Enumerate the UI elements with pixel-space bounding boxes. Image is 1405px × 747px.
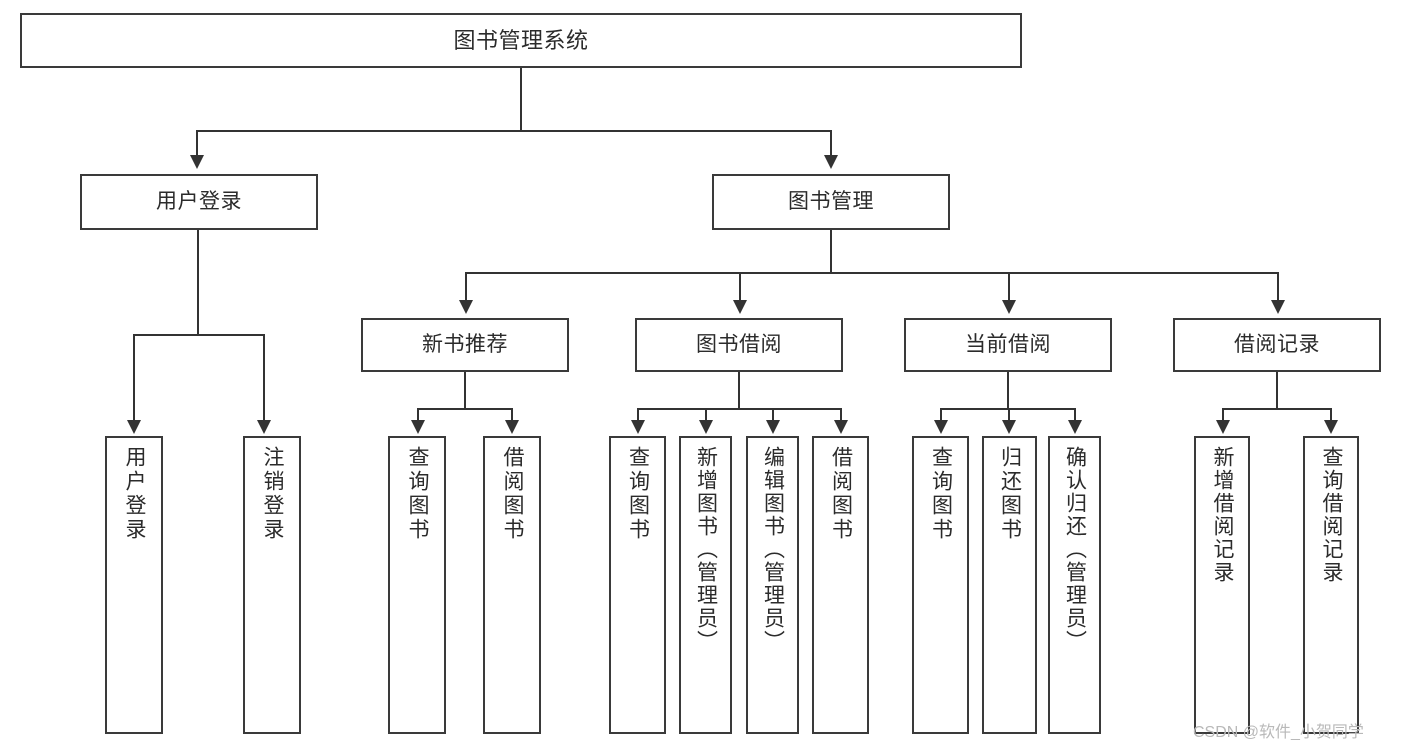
node-book-management[interactable]: 图书管理 — [712, 174, 950, 230]
connector-new-book-child-2 — [511, 408, 513, 422]
arrowhead-new-book — [459, 300, 473, 314]
connector-cb-child-1 — [940, 408, 942, 422]
connector-bb-child-1 — [637, 408, 639, 422]
node-new-book-recommend[interactable]: 新书推荐 — [361, 318, 569, 372]
node-label: 查询图书 — [406, 446, 430, 542]
connector-to-book-borrow — [739, 272, 741, 302]
connector-root-to-user-login — [196, 130, 198, 157]
connector-br-child-1 — [1222, 408, 1224, 422]
arrowhead-nb-query-book — [411, 420, 425, 434]
node-label: 图书管理 — [788, 189, 874, 213]
node-book-borrow[interactable]: 图书借阅 — [635, 318, 843, 372]
node-label: 归还图书 — [998, 446, 1022, 542]
connector-new-book-stem — [464, 372, 466, 410]
leaf-cb-confirm-return[interactable]: 确认归还（管理员） — [1048, 436, 1101, 734]
leaf-nb-borrow-book[interactable]: 借阅图书 — [483, 436, 541, 734]
arrowhead-bb-edit-book — [766, 420, 780, 434]
node-label: 借阅记录 — [1234, 332, 1320, 356]
arrowhead-leaf-user-login — [127, 420, 141, 434]
node-label: 借阅图书 — [829, 446, 853, 542]
arrowhead-nb-borrow-book — [505, 420, 519, 434]
connector-user-login-child-2 — [263, 334, 265, 422]
node-label: 图书借阅 — [696, 332, 782, 356]
leaf-bb-borrow-book[interactable]: 借阅图书 — [812, 436, 869, 734]
connector-new-book-bar — [417, 408, 513, 410]
node-label: 编辑图书（管理员） — [761, 446, 785, 653]
connector-to-new-book — [465, 272, 467, 302]
leaf-nb-query-book[interactable]: 查询图书 — [388, 436, 446, 734]
node-user-login[interactable]: 用户登录 — [80, 174, 318, 230]
arrowhead-bb-borrow-book — [834, 420, 848, 434]
connector-book-borrow-bar — [637, 408, 841, 410]
connector-user-login-bar — [133, 334, 264, 336]
connector-cb-child-2 — [1008, 408, 1010, 422]
connector-new-book-child-1 — [417, 408, 419, 422]
node-label: 确认归还（管理员） — [1063, 446, 1087, 653]
connector-borrow-record-stem — [1276, 372, 1278, 410]
node-label: 新书推荐 — [422, 332, 508, 356]
node-label: 用户登录 — [156, 189, 242, 213]
connector-user-login-stem — [197, 230, 199, 336]
node-label: 新增图书（管理员） — [694, 446, 718, 653]
node-label: 用户登录 — [123, 446, 147, 542]
leaf-bb-query-book[interactable]: 查询图书 — [609, 436, 666, 734]
connector-book-mgmt-stem — [830, 230, 832, 274]
connector-root-to-book-mgmt — [830, 130, 832, 157]
arrowhead-bb-add-book — [699, 420, 713, 434]
node-label: 图书管理系统 — [453, 27, 589, 53]
node-label: 查询图书 — [929, 446, 953, 542]
arrowhead-cb-return-book — [1002, 420, 1016, 434]
leaf-bb-edit-book[interactable]: 编辑图书（管理员） — [746, 436, 799, 734]
connector-root-stem — [520, 68, 522, 131]
leaf-br-query-record[interactable]: 查询借阅记录 — [1303, 436, 1359, 734]
arrowhead-br-query-record — [1324, 420, 1338, 434]
node-borrow-record[interactable]: 借阅记录 — [1173, 318, 1381, 372]
node-current-borrow[interactable]: 当前借阅 — [904, 318, 1112, 372]
connector-borrow-record-bar — [1222, 408, 1332, 410]
arrowhead-current-borrow — [1002, 300, 1016, 314]
connector-bb-child-2 — [705, 408, 707, 422]
node-label: 当前借阅 — [965, 332, 1051, 356]
connector-bb-child-3 — [772, 408, 774, 422]
arrowhead-br-add-record — [1216, 420, 1230, 434]
node-label: 查询借阅记录 — [1320, 446, 1344, 584]
arrowhead-borrow-record — [1271, 300, 1285, 314]
leaf-user-login[interactable]: 用户登录 — [105, 436, 163, 734]
connector-to-current-borrow — [1008, 272, 1010, 302]
node-label: 查询图书 — [626, 446, 650, 542]
leaf-bb-add-book[interactable]: 新增图书（管理员） — [679, 436, 732, 734]
connector-bb-child-4 — [840, 408, 842, 422]
node-root-system[interactable]: 图书管理系统 — [20, 13, 1022, 68]
leaf-logout[interactable]: 注销登录 — [243, 436, 301, 734]
connector-root-bar — [196, 130, 832, 132]
arrowhead-cb-query-book — [934, 420, 948, 434]
leaf-cb-query-book[interactable]: 查询图书 — [912, 436, 969, 734]
connector-br-child-2 — [1330, 408, 1332, 422]
node-label: 借阅图书 — [501, 446, 525, 542]
arrowhead-book-borrow — [733, 300, 747, 314]
arrowhead-cb-confirm-return — [1068, 420, 1082, 434]
leaf-br-add-record[interactable]: 新增借阅记录 — [1194, 436, 1250, 734]
leaf-cb-return-book[interactable]: 归还图书 — [982, 436, 1037, 734]
arrowhead-user-login — [190, 155, 204, 169]
connector-to-borrow-record — [1277, 272, 1279, 302]
arrowhead-leaf-logout — [257, 420, 271, 434]
arrowhead-book-mgmt — [824, 155, 838, 169]
csdn-watermark: CSDN @软件_小贺同学 — [1193, 724, 1364, 741]
node-label: 新增借阅记录 — [1211, 446, 1235, 584]
connector-user-login-child-1 — [133, 334, 135, 422]
node-label: 注销登录 — [261, 446, 285, 542]
connector-cb-child-3 — [1074, 408, 1076, 422]
connector-book-mgmt-bar — [465, 272, 1278, 274]
connector-book-borrow-stem — [738, 372, 740, 410]
connector-current-borrow-stem — [1007, 372, 1009, 410]
arrowhead-bb-query-book — [631, 420, 645, 434]
